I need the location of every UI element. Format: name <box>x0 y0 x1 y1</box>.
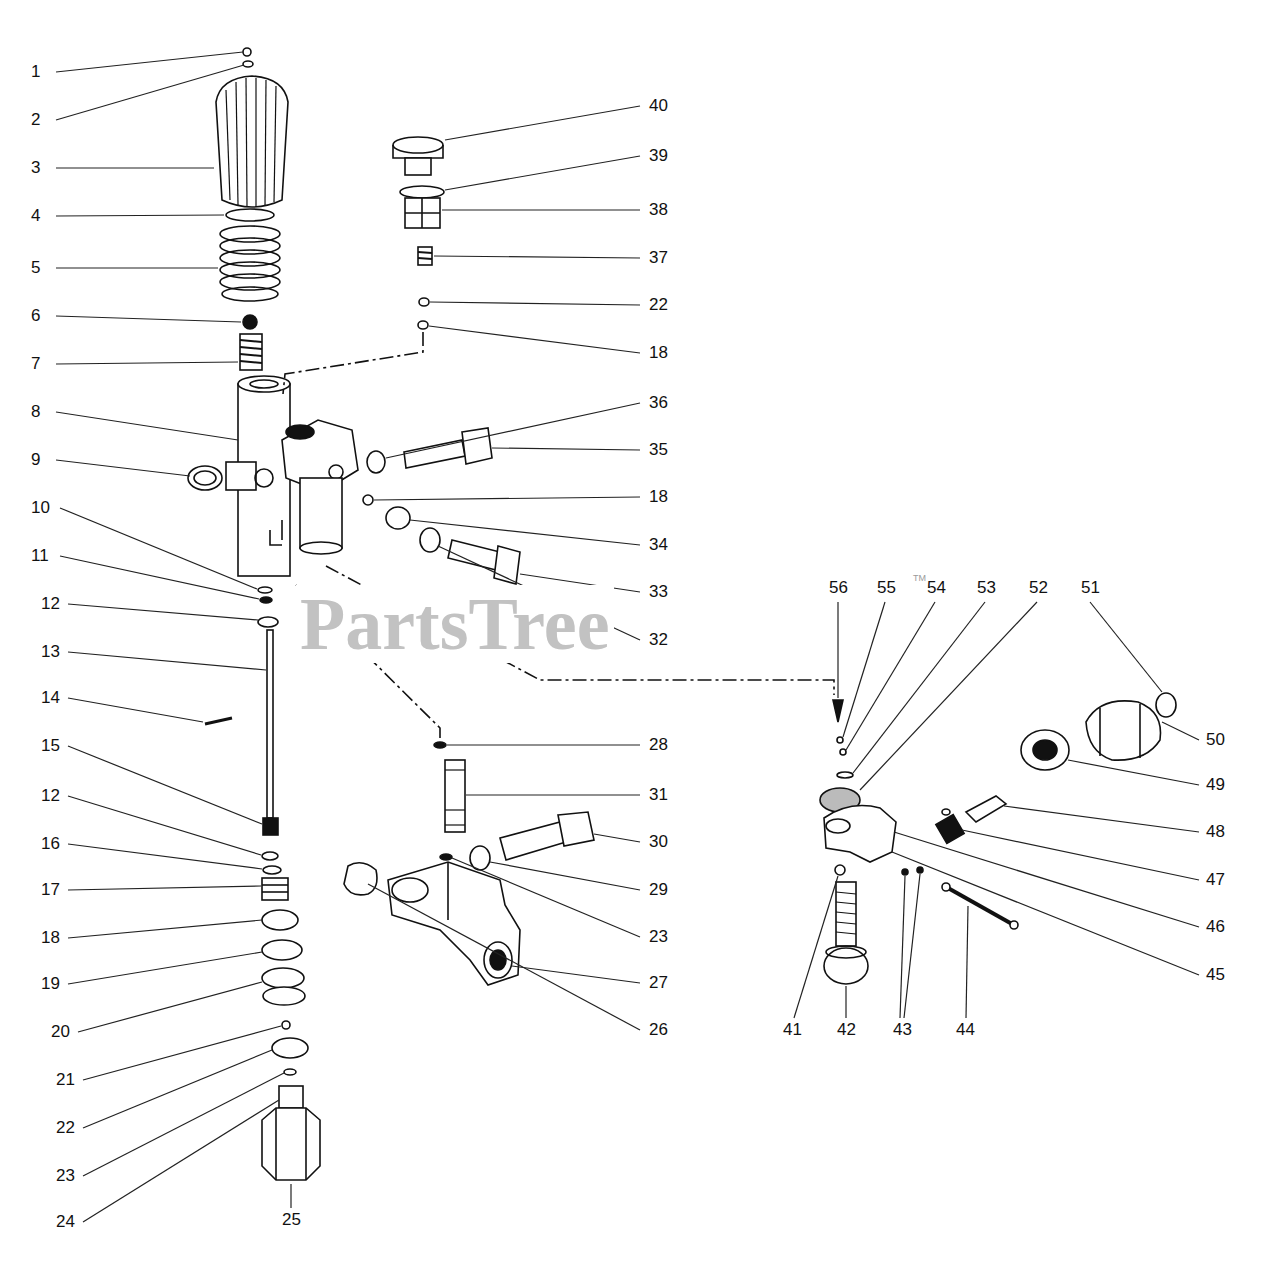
callout-number: 34 <box>648 535 669 555</box>
callout-number: 23 <box>648 927 669 947</box>
watermark: PartsTree <box>296 585 614 663</box>
callout-number: 14 <box>40 688 61 708</box>
callout-number: 43 <box>892 1020 913 1040</box>
callout-number: 53 <box>976 578 997 598</box>
callout-number: 22 <box>648 295 669 315</box>
callout-number: 10 <box>30 498 51 518</box>
callout-number: 25 <box>281 1210 302 1230</box>
callout-number: 2 <box>30 110 41 130</box>
callout-number: 5 <box>30 258 41 278</box>
callout-number: 19 <box>40 974 61 994</box>
callout-number: 41 <box>782 1020 803 1040</box>
callout-number: 7 <box>30 354 41 374</box>
callout-number: 55 <box>876 578 897 598</box>
callout-number: 9 <box>30 450 41 470</box>
callout-number: 44 <box>955 1020 976 1040</box>
callout-number: 49 <box>1205 775 1226 795</box>
callout-number: 28 <box>648 735 669 755</box>
callout-number: 36 <box>648 393 669 413</box>
callout-number: 27 <box>648 973 669 993</box>
callout-number: 39 <box>648 146 669 166</box>
callout-number: 18 <box>40 928 61 948</box>
callout-number: 23 <box>55 1166 76 1186</box>
callout-number: 3 <box>30 158 41 178</box>
callout-number: 17 <box>40 880 61 900</box>
callout-number: 35 <box>648 440 669 460</box>
callout-number: 16 <box>40 834 61 854</box>
callout-number: 13 <box>40 642 61 662</box>
callout-number: 37 <box>648 248 669 268</box>
callout-number: 26 <box>648 1020 669 1040</box>
callout-number: 20 <box>50 1022 71 1042</box>
callout-number: 48 <box>1205 822 1226 842</box>
callout-number: 1 <box>30 62 41 82</box>
callout-number: 12 <box>40 594 61 614</box>
callout-number: 29 <box>648 880 669 900</box>
trademark-mark: TM <box>912 573 927 583</box>
callout-number: 42 <box>836 1020 857 1040</box>
callout-number: 6 <box>30 306 41 326</box>
callout-number: 40 <box>648 96 669 116</box>
callout-number: 50 <box>1205 730 1226 750</box>
callout-number: 52 <box>1028 578 1049 598</box>
callout-number: 22 <box>55 1118 76 1138</box>
callout-number: 8 <box>30 402 41 422</box>
callout-number: 54 <box>926 578 947 598</box>
callout-number: 56 <box>828 578 849 598</box>
callout-number: 4 <box>30 206 41 226</box>
callout-number: 12 <box>40 786 61 806</box>
callout-number: 18 <box>648 343 669 363</box>
callout-number: 32 <box>648 630 669 650</box>
callout-number: 45 <box>1205 965 1226 985</box>
callout-number: 31 <box>648 785 669 805</box>
callout-number: 30 <box>648 832 669 852</box>
callout-number: 46 <box>1205 917 1226 937</box>
callout-number: 15 <box>40 736 61 756</box>
callout-number: 51 <box>1080 578 1101 598</box>
callout-number: 33 <box>648 582 669 602</box>
callout-number: 24 <box>55 1212 76 1232</box>
callout-number: 21 <box>55 1070 76 1090</box>
callout-number: 18 <box>648 487 669 507</box>
callout-number: 38 <box>648 200 669 220</box>
callout-number: 11 <box>30 546 50 566</box>
callout-number: 47 <box>1205 870 1226 890</box>
